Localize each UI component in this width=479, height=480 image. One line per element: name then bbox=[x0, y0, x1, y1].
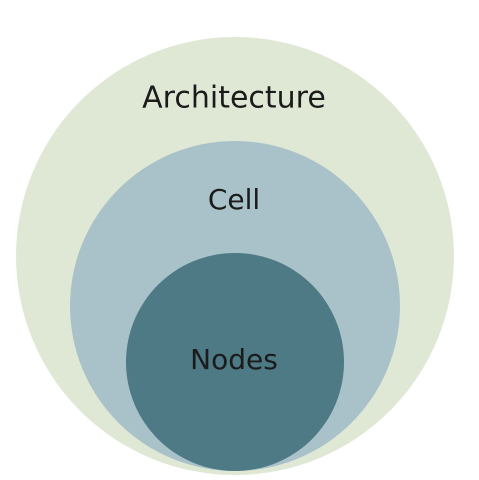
architecture-label: Architecture bbox=[142, 81, 326, 116]
cell-label: Cell bbox=[208, 183, 260, 216]
nodes-label: Nodes bbox=[190, 343, 278, 376]
nodes-circle bbox=[126, 253, 344, 471]
